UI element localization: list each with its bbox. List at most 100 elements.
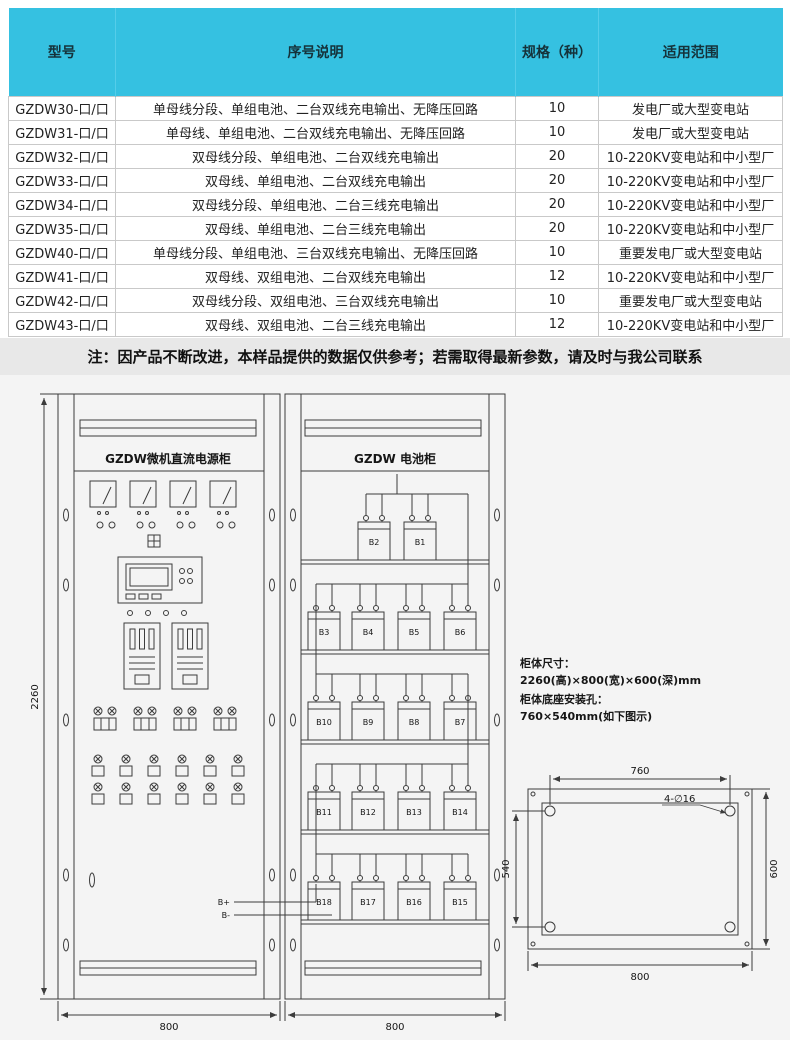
left-cabinet: GZDW微机直流电源柜	[57, 393, 332, 1000]
diagram-area: GZDW微机直流电源柜	[0, 375, 790, 1040]
model-cell: GZDW30-口/口	[8, 96, 116, 121]
model-cell: GZDW41-口/口	[8, 264, 116, 289]
battery-label: B14	[452, 808, 468, 817]
battery-label: B3	[319, 628, 330, 637]
battery-label: B13	[406, 808, 422, 817]
base-top-dimension-label: 760	[630, 766, 649, 777]
spec-line-2: 2260(高)×800(宽)×600(深)mm	[520, 673, 701, 687]
battery-label: B12	[360, 808, 376, 817]
application-cell: 重要发电厂或大型变电站	[598, 288, 783, 313]
base-bottom-dimension-label: 800	[630, 972, 649, 983]
breaker-row-2	[92, 755, 244, 804]
note-text: 注：因产品不断改进，本样品提供的数据仅供参考；若需取得最新参数，请及时与我公司联…	[87, 348, 703, 366]
spec-count-cell: 20	[515, 168, 599, 193]
table-header-description: 序号说明	[115, 8, 516, 97]
battery-label: B1	[415, 538, 426, 547]
bottom-vent-grille	[304, 960, 482, 976]
top-vent-grille	[79, 419, 257, 437]
table-row: GZDW31-口/口 单母线、单组电池、二台双线充电输出、无降压回路 10 发电…	[8, 120, 783, 145]
table-header-spec-count: 规格（种）	[515, 8, 599, 97]
base-mounting-diagram: 4-∅16 760 540 600 800	[501, 766, 780, 983]
battery-label: B8	[409, 718, 420, 727]
table-header-application: 适用范围	[598, 8, 783, 97]
model-cell: GZDW40-口/口	[8, 240, 116, 265]
battery-label: B10	[316, 718, 332, 727]
hole-spec-label: 4-∅16	[664, 794, 695, 805]
table-row: GZDW41-口/口 双母线、双组电池、二台双线充电输出 12 10-220KV…	[8, 264, 783, 289]
application-cell: 10-220KV变电站和中小型厂	[598, 216, 783, 241]
cabinet-dimensions: 2260 800 800	[30, 393, 506, 1033]
battery-label: B15	[452, 898, 468, 907]
battery-label: B9	[363, 718, 374, 727]
spec-count-cell: 10	[515, 288, 599, 313]
battery-label: B16	[406, 898, 422, 907]
description-cell: 单母线、单组电池、二台双线充电输出、无降压回路	[115, 120, 516, 145]
table-row: GZDW34-口/口 双母线分段、单组电池、二台三线充电输出 20 10-220…	[8, 192, 783, 217]
panel-meters	[89, 480, 237, 515]
description-cell: 双母线、双组电池、二台双线充电输出	[115, 264, 516, 289]
application-cell: 10-220KV变电站和中小型厂	[598, 192, 783, 217]
table-row: GZDW30-口/口 单母线分段、单组电池、二台双线充电输出、无降压回路 10 …	[8, 96, 783, 121]
table-header-model: 型号	[8, 8, 116, 97]
base-right-dimension-label: 600	[769, 859, 780, 878]
table-row: GZDW33-口/口 双母线、单组电池、二台双线充电输出 20 10-220KV…	[8, 168, 783, 193]
spec-line-1: 柜体尺寸：	[519, 656, 575, 670]
battery-wiring	[315, 474, 469, 876]
battery-label: B4	[363, 628, 374, 637]
battery-shelves	[301, 559, 489, 925]
product-spec-section: 型号 序号说明 规格（种） 适用范围 GZDW30-口/口 单母线分段、单组电池…	[0, 0, 790, 337]
application-cell: 10-220KV变电站和中小型厂	[598, 144, 783, 169]
battery-label: B7	[455, 718, 466, 727]
description-cell: 双母线分段、单组电池、二台三线充电输出	[115, 192, 516, 217]
application-cell: 发电厂或大型变电站	[598, 96, 783, 121]
application-cell: 10-220KV变电站和中小型厂	[598, 264, 783, 289]
indicator-lamps	[96, 521, 236, 548]
description-cell: 单母线分段、单组电池、二台双线充电输出、无降压回路	[115, 96, 516, 121]
base-left-dimension-label: 540	[501, 859, 512, 878]
model-cell: GZDW32-口/口	[8, 144, 116, 169]
table-row: GZDW32-口/口 双母线分段、单组电池、二台双线充电输出 20 10-220…	[8, 144, 783, 169]
application-cell: 10-220KV变电站和中小型厂	[598, 168, 783, 193]
spec-count-cell: 20	[515, 192, 599, 217]
charger-module-2	[171, 622, 209, 690]
battery-label: B2	[369, 538, 380, 547]
bus-positive-label: B+	[218, 898, 230, 907]
height-dimension-label: 2260	[30, 684, 41, 709]
monitor-module	[117, 556, 203, 616]
spec-count-cell: 10	[515, 96, 599, 121]
left-cabinet-title: GZDW微机直流电源柜	[105, 451, 231, 466]
charger-module-1	[123, 622, 161, 690]
bus-negative-label: B-	[222, 911, 230, 920]
spec-count-cell: 10	[515, 120, 599, 145]
base-dimensions: 760 540 600 800	[501, 766, 780, 983]
battery-label: B17	[360, 898, 376, 907]
battery-label: B5	[409, 628, 420, 637]
battery-label: B6	[455, 628, 466, 637]
spec-count-cell: 12	[515, 264, 599, 289]
application-cell: 重要发电厂或大型变电站	[598, 240, 783, 265]
right-cabinet-title: GZDW 电池柜	[354, 451, 436, 466]
product-spec-table: 型号 序号说明 规格（种） 适用范围 GZDW30-口/口 单母线分段、单组电池…	[8, 8, 783, 337]
table-row: GZDW40-口/口 单母线分段、单组电池、三台双线充电输出、无降压回路 10 …	[8, 240, 783, 265]
application-cell: 10-220KV变电站和中小型厂	[598, 312, 783, 337]
application-cell: 发电厂或大型变电站	[598, 120, 783, 145]
model-cell: GZDW34-口/口	[8, 192, 116, 217]
description-cell: 双母线分段、双组电池、三台双线充电输出	[115, 288, 516, 313]
battery-label: B18	[316, 898, 332, 907]
description-cell: 双母线、双组电池、二台三线充电输出	[115, 312, 516, 337]
battery-bus-links: B+ B-	[218, 884, 332, 920]
spec-count-cell: 20	[515, 216, 599, 241]
description-cell: 双母线分段、单组电池、二台双线充电输出	[115, 144, 516, 169]
door-handle	[89, 872, 95, 888]
spec-line-3: 柜体底座安装孔：	[519, 692, 608, 706]
top-vent-grille	[304, 419, 482, 437]
description-cell: 双母线、单组电池、二台三线充电输出	[115, 216, 516, 241]
spec-count-cell: 12	[515, 312, 599, 337]
description-cell: 双母线、单组电池、二台双线充电输出	[115, 168, 516, 193]
model-cell: GZDW33-口/口	[8, 168, 116, 193]
right-cabinet: GZDW 电池柜	[284, 393, 506, 1000]
table-header-row: 型号 序号说明 规格（种） 适用范围	[8, 8, 783, 97]
battery-label: B11	[316, 808, 332, 817]
left-width-dimension-label: 800	[159, 1022, 178, 1033]
model-cell: GZDW35-口/口	[8, 216, 116, 241]
